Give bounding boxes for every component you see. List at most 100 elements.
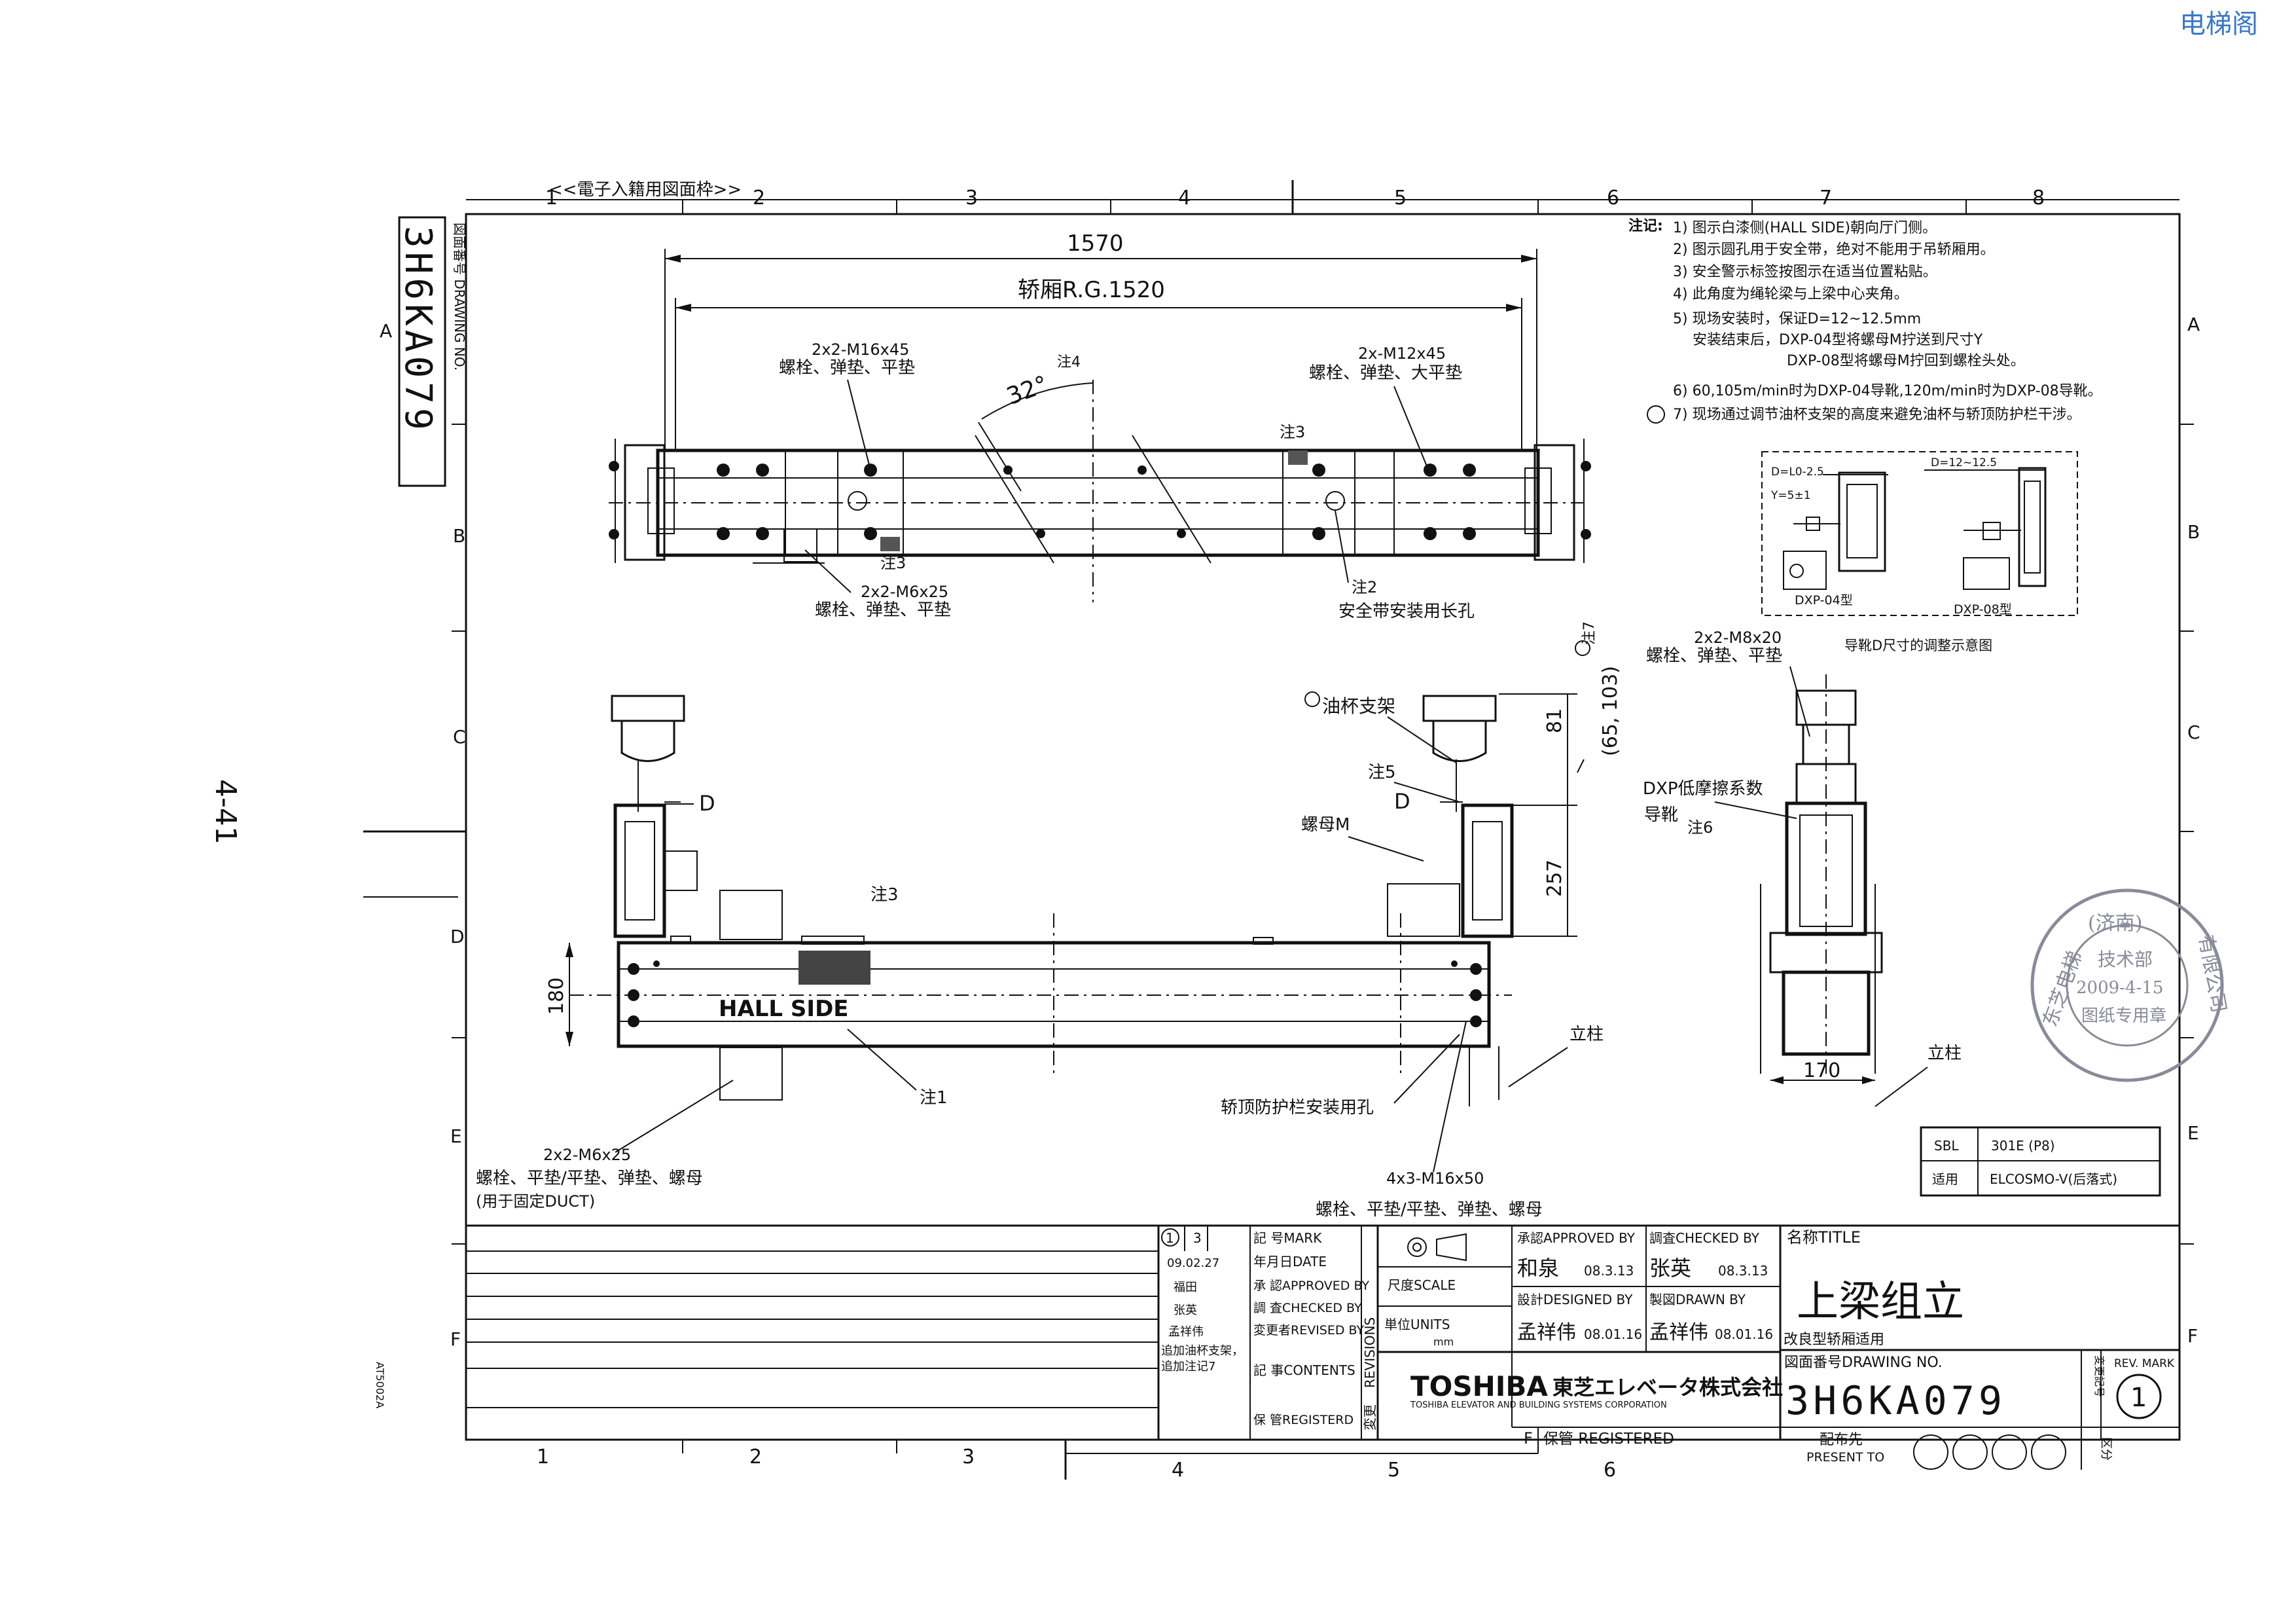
checked-by-name: 张英 bbox=[1649, 1256, 1691, 1281]
drawn-by-name: 孟祥伟 bbox=[1649, 1321, 1708, 1344]
note-item: 5) 现场安装时，保证D=12~12.5mm bbox=[1673, 311, 1921, 327]
dim-car-rail-gauge: 轿厢R.G.1520 bbox=[1018, 277, 1165, 303]
bottom-left-callout-note: (用于固定DUCT) bbox=[476, 1192, 595, 1211]
callout-m6-body: 螺栓、弹垫、平垫 bbox=[815, 600, 951, 620]
nut-m-label: 螺母M bbox=[1301, 815, 1350, 835]
notes-heading: 注记: bbox=[1628, 217, 1663, 234]
note3-front: 注3 bbox=[870, 885, 899, 905]
units-value: mm bbox=[1433, 1336, 1454, 1348]
scale-label: 尺度SCALE bbox=[1388, 1277, 1456, 1293]
drawn-by-date: 08.01.16 bbox=[1715, 1326, 1773, 1342]
title-label: 名称TITLE bbox=[1787, 1228, 1861, 1247]
approved-by-date: 08.3.13 bbox=[1584, 1263, 1634, 1279]
col-label: 1 bbox=[537, 1446, 549, 1468]
angle-value: 32° bbox=[1003, 371, 1052, 410]
drawing-subtitle: 改良型轿厢适用 bbox=[1784, 1332, 1884, 1348]
hall-side-label: HALL SIDE bbox=[719, 996, 849, 1022]
detail-left-dim2: Y=5±1 bbox=[1770, 489, 1811, 502]
distribution-circles bbox=[1913, 1434, 2066, 1470]
bottom-left-callout-title: 2x2-M6x25 bbox=[543, 1146, 631, 1164]
rev-contents: 追加油杯支架，追加注记7 bbox=[1161, 1344, 1244, 1374]
bottom-mid-callout-title: 4x3-M16x50 bbox=[1386, 1169, 1484, 1188]
row-label: D bbox=[450, 926, 465, 947]
drawing-no-value: 3H6KA079 bbox=[397, 226, 439, 434]
col-label: 5 bbox=[1394, 187, 1407, 210]
col-label: 4 bbox=[1178, 187, 1191, 210]
dim-257: 257 bbox=[1543, 860, 1566, 897]
row-labels-left: A B C D E F bbox=[380, 320, 466, 1350]
col-label: 2 bbox=[749, 1446, 762, 1468]
rev-mark-value: 1 bbox=[2130, 1383, 2147, 1413]
row-label: C bbox=[2187, 721, 2200, 743]
drawn-by-label: 製図DRAWN BY bbox=[1649, 1292, 1746, 1307]
drawing-frame bbox=[363, 180, 2194, 1480]
row-label: A bbox=[2187, 314, 2200, 335]
note2-description: 安全带安装用长孔 bbox=[1338, 602, 1475, 621]
registered-code: F bbox=[1524, 1429, 1533, 1448]
dxp-label-line1: DXP低摩擦系数 bbox=[1643, 779, 1763, 799]
designed-by-date: 08.01.16 bbox=[1584, 1326, 1642, 1342]
row-label: B bbox=[453, 525, 465, 547]
note-item: 3) 安全警示标签按图示在适当位置粘贴。 bbox=[1673, 264, 1937, 280]
drawing-no-label: 図面番号 DRAWING NO. bbox=[452, 223, 467, 371]
drawing-no-label-bottom: 図面番号DRAWING NO. bbox=[1784, 1355, 1943, 1371]
detail-right-label: DXP-08型 bbox=[1954, 602, 2012, 617]
row-label: F bbox=[450, 1328, 461, 1350]
label-revisions: REVISIONS bbox=[1362, 1317, 1378, 1388]
registered-label: 保管 REGISTERED bbox=[1543, 1431, 1674, 1448]
note5-label: 注5 bbox=[1368, 763, 1396, 782]
bottom-left-callout-body: 螺栓、平垫/平垫、弹垫、螺母 bbox=[476, 1169, 703, 1188]
title-block: 1 3 09.02.27 福田 张英 孟祥伟 追加油杯支架，追加注记7 記 号M… bbox=[466, 1224, 2179, 1470]
dim-81: 81 bbox=[1543, 708, 1566, 733]
watermark-text: 电梯阁 bbox=[2179, 9, 2258, 39]
note6-label: 注6 bbox=[1687, 818, 1713, 837]
applicable-model-table: SBL 301E (P8) 适用 ELCOSMO-V(后落式) bbox=[1920, 1126, 2161, 1197]
projection-symbol-icon bbox=[1407, 1233, 1467, 1262]
side-view: 170 DXP低摩擦系数 导靴 注6 立柱 bbox=[1643, 674, 1962, 1107]
rev-date: 09.02.27 bbox=[1167, 1256, 1219, 1270]
rev-mark-label: REV. MARK bbox=[2114, 1357, 2175, 1370]
callout-left-title: 2x2-M16x45 bbox=[812, 340, 909, 359]
label-contents: 記 事CONTENTS bbox=[1253, 1362, 1355, 1378]
detail-right-dim: D=12~12.5 bbox=[1931, 456, 1997, 469]
note3-top: 注3 bbox=[1280, 423, 1305, 441]
row-label: C bbox=[453, 726, 466, 748]
stamp-date: 2009-4-15 bbox=[2076, 978, 2163, 998]
dim-overall-length: 1570 bbox=[1067, 230, 1124, 257]
callout-right-body: 螺栓、弹垫、大平垫 bbox=[1309, 363, 1462, 383]
stamp-right: 有限公司 bbox=[2194, 933, 2230, 1014]
d-right-label: D bbox=[1394, 789, 1410, 814]
apply-row1-value: 301E (P8) bbox=[1991, 1138, 2055, 1154]
col-label: 5 bbox=[1388, 1459, 1400, 1482]
col-label: 6 bbox=[1607, 187, 1619, 210]
rev-checked-by: 张英 bbox=[1174, 1304, 1197, 1317]
label-revisions-cn: 変更 bbox=[1362, 1404, 1378, 1431]
callout-m6-title: 2x2-M6x25 bbox=[861, 583, 948, 601]
drawing-no-bottom: 3H6KA079 bbox=[1785, 1378, 2006, 1424]
apply-row1-key: SBL bbox=[1934, 1138, 1959, 1154]
note-item: DXP-08型将螺母M拧回到螺栓头处。 bbox=[1787, 353, 2025, 369]
rev-revised-by: 孟祥伟 bbox=[1168, 1325, 1204, 1339]
angle-note: 注4 bbox=[1057, 354, 1081, 371]
stamp-middle: 技术部 bbox=[2098, 949, 2153, 970]
note-item: 2) 图示圆孔用于安全带，绝对不能用于吊轿厢用。 bbox=[1673, 242, 1995, 258]
dim-beam-height: 180 bbox=[545, 977, 568, 1015]
dxp-label-line2: 导靴 bbox=[1644, 805, 1678, 825]
note-item: 1) 图示白漆侧(HALL SIDE)朝向厅门侧。 bbox=[1673, 220, 1937, 236]
label-checked: 調 査CHECKED BY bbox=[1253, 1301, 1362, 1315]
label-mark: 記 号MARK bbox=[1253, 1230, 1322, 1246]
drawing-title: 上梁组立 bbox=[1797, 1278, 1964, 1326]
note-item: 安装结束后，DXP-04型将螺母M拧送到尺寸Y bbox=[1693, 332, 1983, 348]
pillar-label-side: 立柱 bbox=[1928, 1044, 1962, 1063]
apply-row2-key: 适用 bbox=[1932, 1171, 1958, 1187]
rev-count: 3 bbox=[1193, 1230, 1202, 1246]
apply-row2-value: ELCOSMO-V(后落式) bbox=[1990, 1171, 2117, 1187]
side-page-number: 4-41 bbox=[209, 779, 242, 845]
note1-label: 注1 bbox=[920, 1088, 948, 1108]
frame-caption: <<電子入籍用図面枠>> bbox=[548, 180, 742, 200]
row-label: F bbox=[2187, 1325, 2198, 1347]
col-label: 2 bbox=[753, 187, 765, 210]
note-item: 7) 现场通过调节油杯支架的高度来避免油杯与轿顶防护栏干涉。 bbox=[1673, 407, 2081, 423]
col-label: 4 bbox=[1172, 1459, 1184, 1482]
